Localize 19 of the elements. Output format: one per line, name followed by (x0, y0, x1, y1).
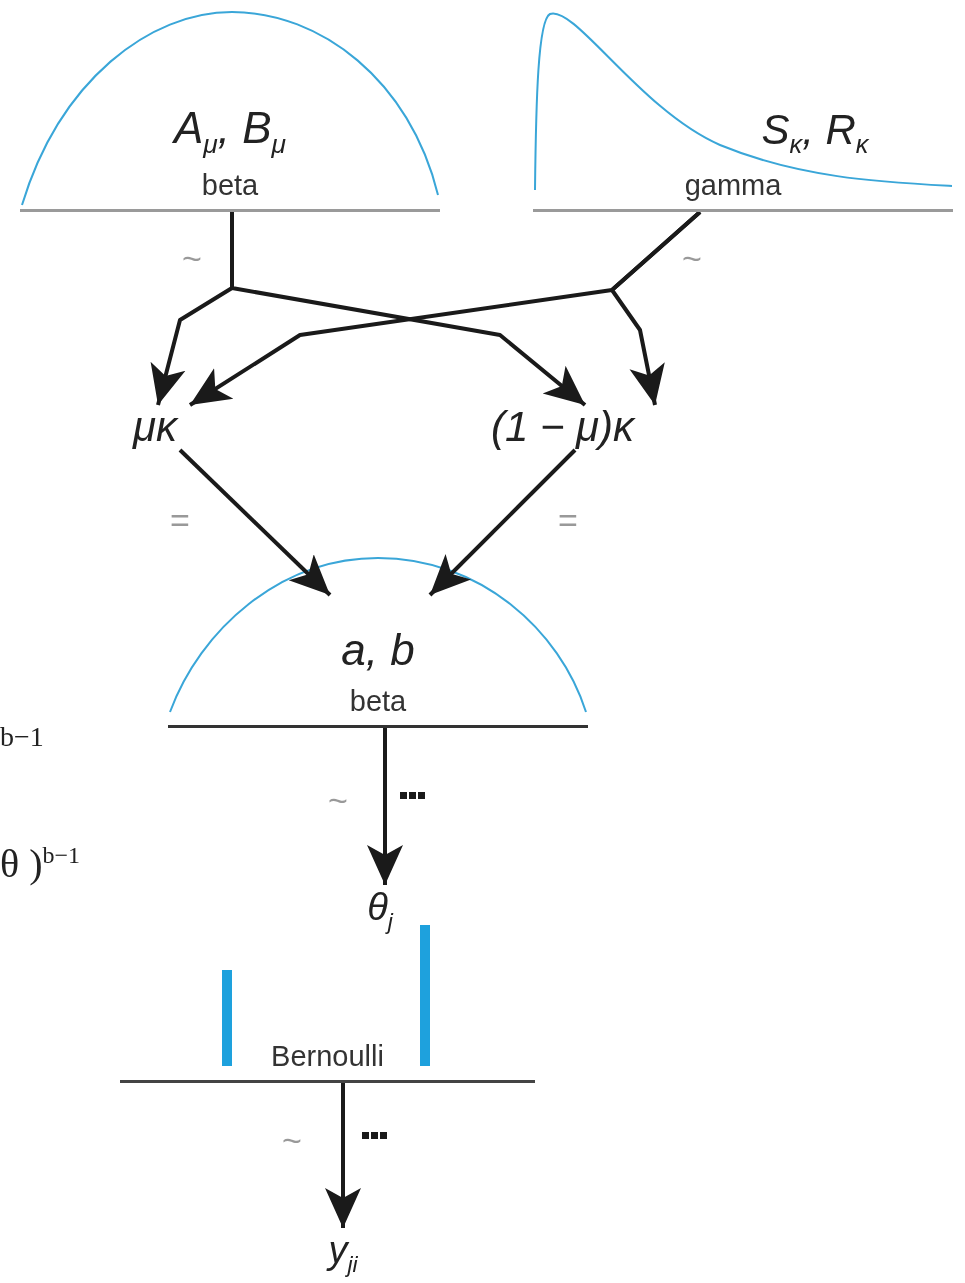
arrow (367, 728, 403, 885)
distribution-name: beta (349, 684, 407, 720)
parameter-text: μκ (133, 403, 177, 452)
parameter-text: A$_{μ}$, B$_{μ}$ (173, 103, 287, 160)
formula-fragment: θ )$^{b−1}$ (0, 840, 81, 887)
arrow (325, 1083, 361, 1228)
arrow (428, 448, 577, 597)
formula-fragment: b−1 (0, 721, 44, 753)
arrow (178, 448, 332, 597)
distribution-name: beta (201, 168, 259, 204)
parameter-text: (1 − μ)κ (490, 403, 635, 452)
parameter-text: a, b (341, 624, 415, 676)
distribution-name: Bernoulli (271, 1039, 384, 1075)
parameter-text: θ$_{j}$ (367, 886, 393, 934)
arrow (230, 212, 587, 407)
arrow (610, 210, 702, 406)
parameter-text: y$_{ji}$ (328, 1229, 358, 1277)
parameter-text: S$_{κ}$, R$_{κ}$ (761, 105, 869, 160)
distribution-name: gamma (684, 168, 782, 204)
